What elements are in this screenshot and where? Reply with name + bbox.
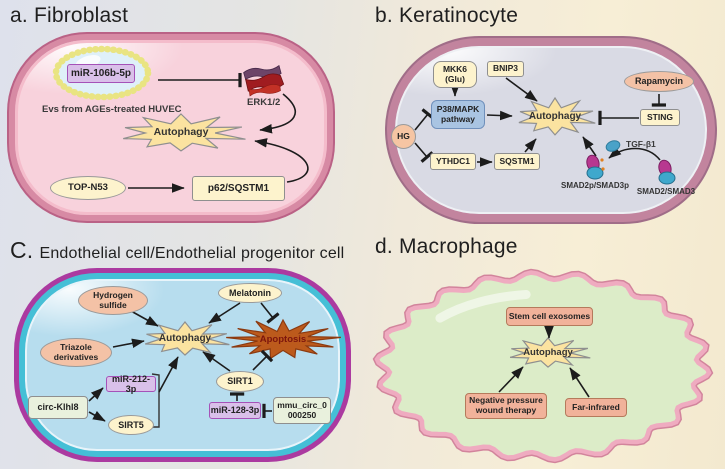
tgfb1-label: TGF-β1 [626, 139, 656, 149]
mir-128-3p-node: miR-128-3p [209, 402, 261, 419]
npwt-node: Negative pressure wound therapy [465, 393, 547, 419]
triazole-derivatives-node: Triazole derivatives [40, 338, 112, 367]
smad2-smad3-label: SMAD2/SMAD3 [636, 187, 696, 196]
panel-c-title-text: Endothelial cell/Endothelial progenitor … [39, 245, 345, 262]
p62-sqstm1-node: p62/SQSTM1 [192, 176, 285, 201]
mir-106b-5p-node: miR-106b-5p [67, 64, 135, 83]
hg-node: HG [391, 124, 416, 149]
p38-mapk-node: P38/MAPK pathway [431, 100, 485, 129]
panel-a-fibroblast: a. Fibroblast miR- [0, 0, 363, 235]
panel-a-title: a. Fibroblast [10, 4, 129, 27]
panel-c-endothelial: C. Endothelial cell/Endothelial progenit… [0, 235, 363, 469]
macrophage-cell [374, 270, 712, 462]
mir-212-3p-node: miR-212-3p [106, 374, 156, 394]
arrow-farinfrared-to-autophagy [569, 367, 590, 398]
hydrogen-sulfide-node: Hydrogen sulfide [78, 286, 148, 315]
autophagy-label: Autophagy [528, 111, 582, 122]
bnip3-node: BNIP3 [487, 61, 524, 77]
panel-b-keratinocyte: b. Keratinocyte [363, 0, 725, 235]
smad2p-smad3p-label: SMAD2p/SMAD3p [560, 181, 629, 190]
stem-cell-exosomes-node: Stem cell exosomes [506, 307, 593, 326]
autophagy-label: Autophagy [523, 347, 573, 358]
panel-b-title: b. Keratinocyte [375, 4, 519, 27]
arrow-npwt-to-autophagy [498, 366, 524, 393]
panel-c-title: C. Endothelial cell/Endothelial progenit… [10, 237, 344, 264]
ev-caption: Evs from AGEs-treated HUVEC [42, 104, 182, 115]
apoptosis-label: Apoptosis [259, 334, 307, 345]
far-infrared-node: Far-infrared [565, 398, 627, 417]
mkk6-node: MKK6 (Glu) [433, 61, 477, 88]
autophagy-label: Autophagy [158, 333, 212, 344]
autophagy-label: Autophagy [153, 126, 209, 138]
sirt5-node: SIRT5 [108, 415, 154, 435]
ythdc1-node: YTHDC1 [430, 153, 476, 170]
sirt1-node: SIRT1 [216, 371, 264, 392]
sting-node: STING [640, 109, 680, 126]
rapamycin-node: Rapamycin [624, 71, 694, 92]
panel-d-title: d. Macrophage [375, 235, 518, 258]
panel-d-macrophage: d. Macrophage Stem cell exosomes Autopha… [363, 235, 725, 469]
melatonin-node: Melatonin [218, 283, 282, 303]
sqstm1-node: SQSTM1 [494, 153, 540, 170]
erk-label: ERK1/2 [247, 97, 281, 108]
macrophage-membrane-outline [372, 268, 714, 464]
panel-c-title-letter: C. [10, 237, 34, 263]
top-n53-node: TOP-N53 [50, 176, 126, 200]
mmu-circ-0000250-node: mmu_circ_0 000250 [273, 397, 331, 424]
circ-klhl8-node: circ-Klhl8 [28, 396, 88, 419]
